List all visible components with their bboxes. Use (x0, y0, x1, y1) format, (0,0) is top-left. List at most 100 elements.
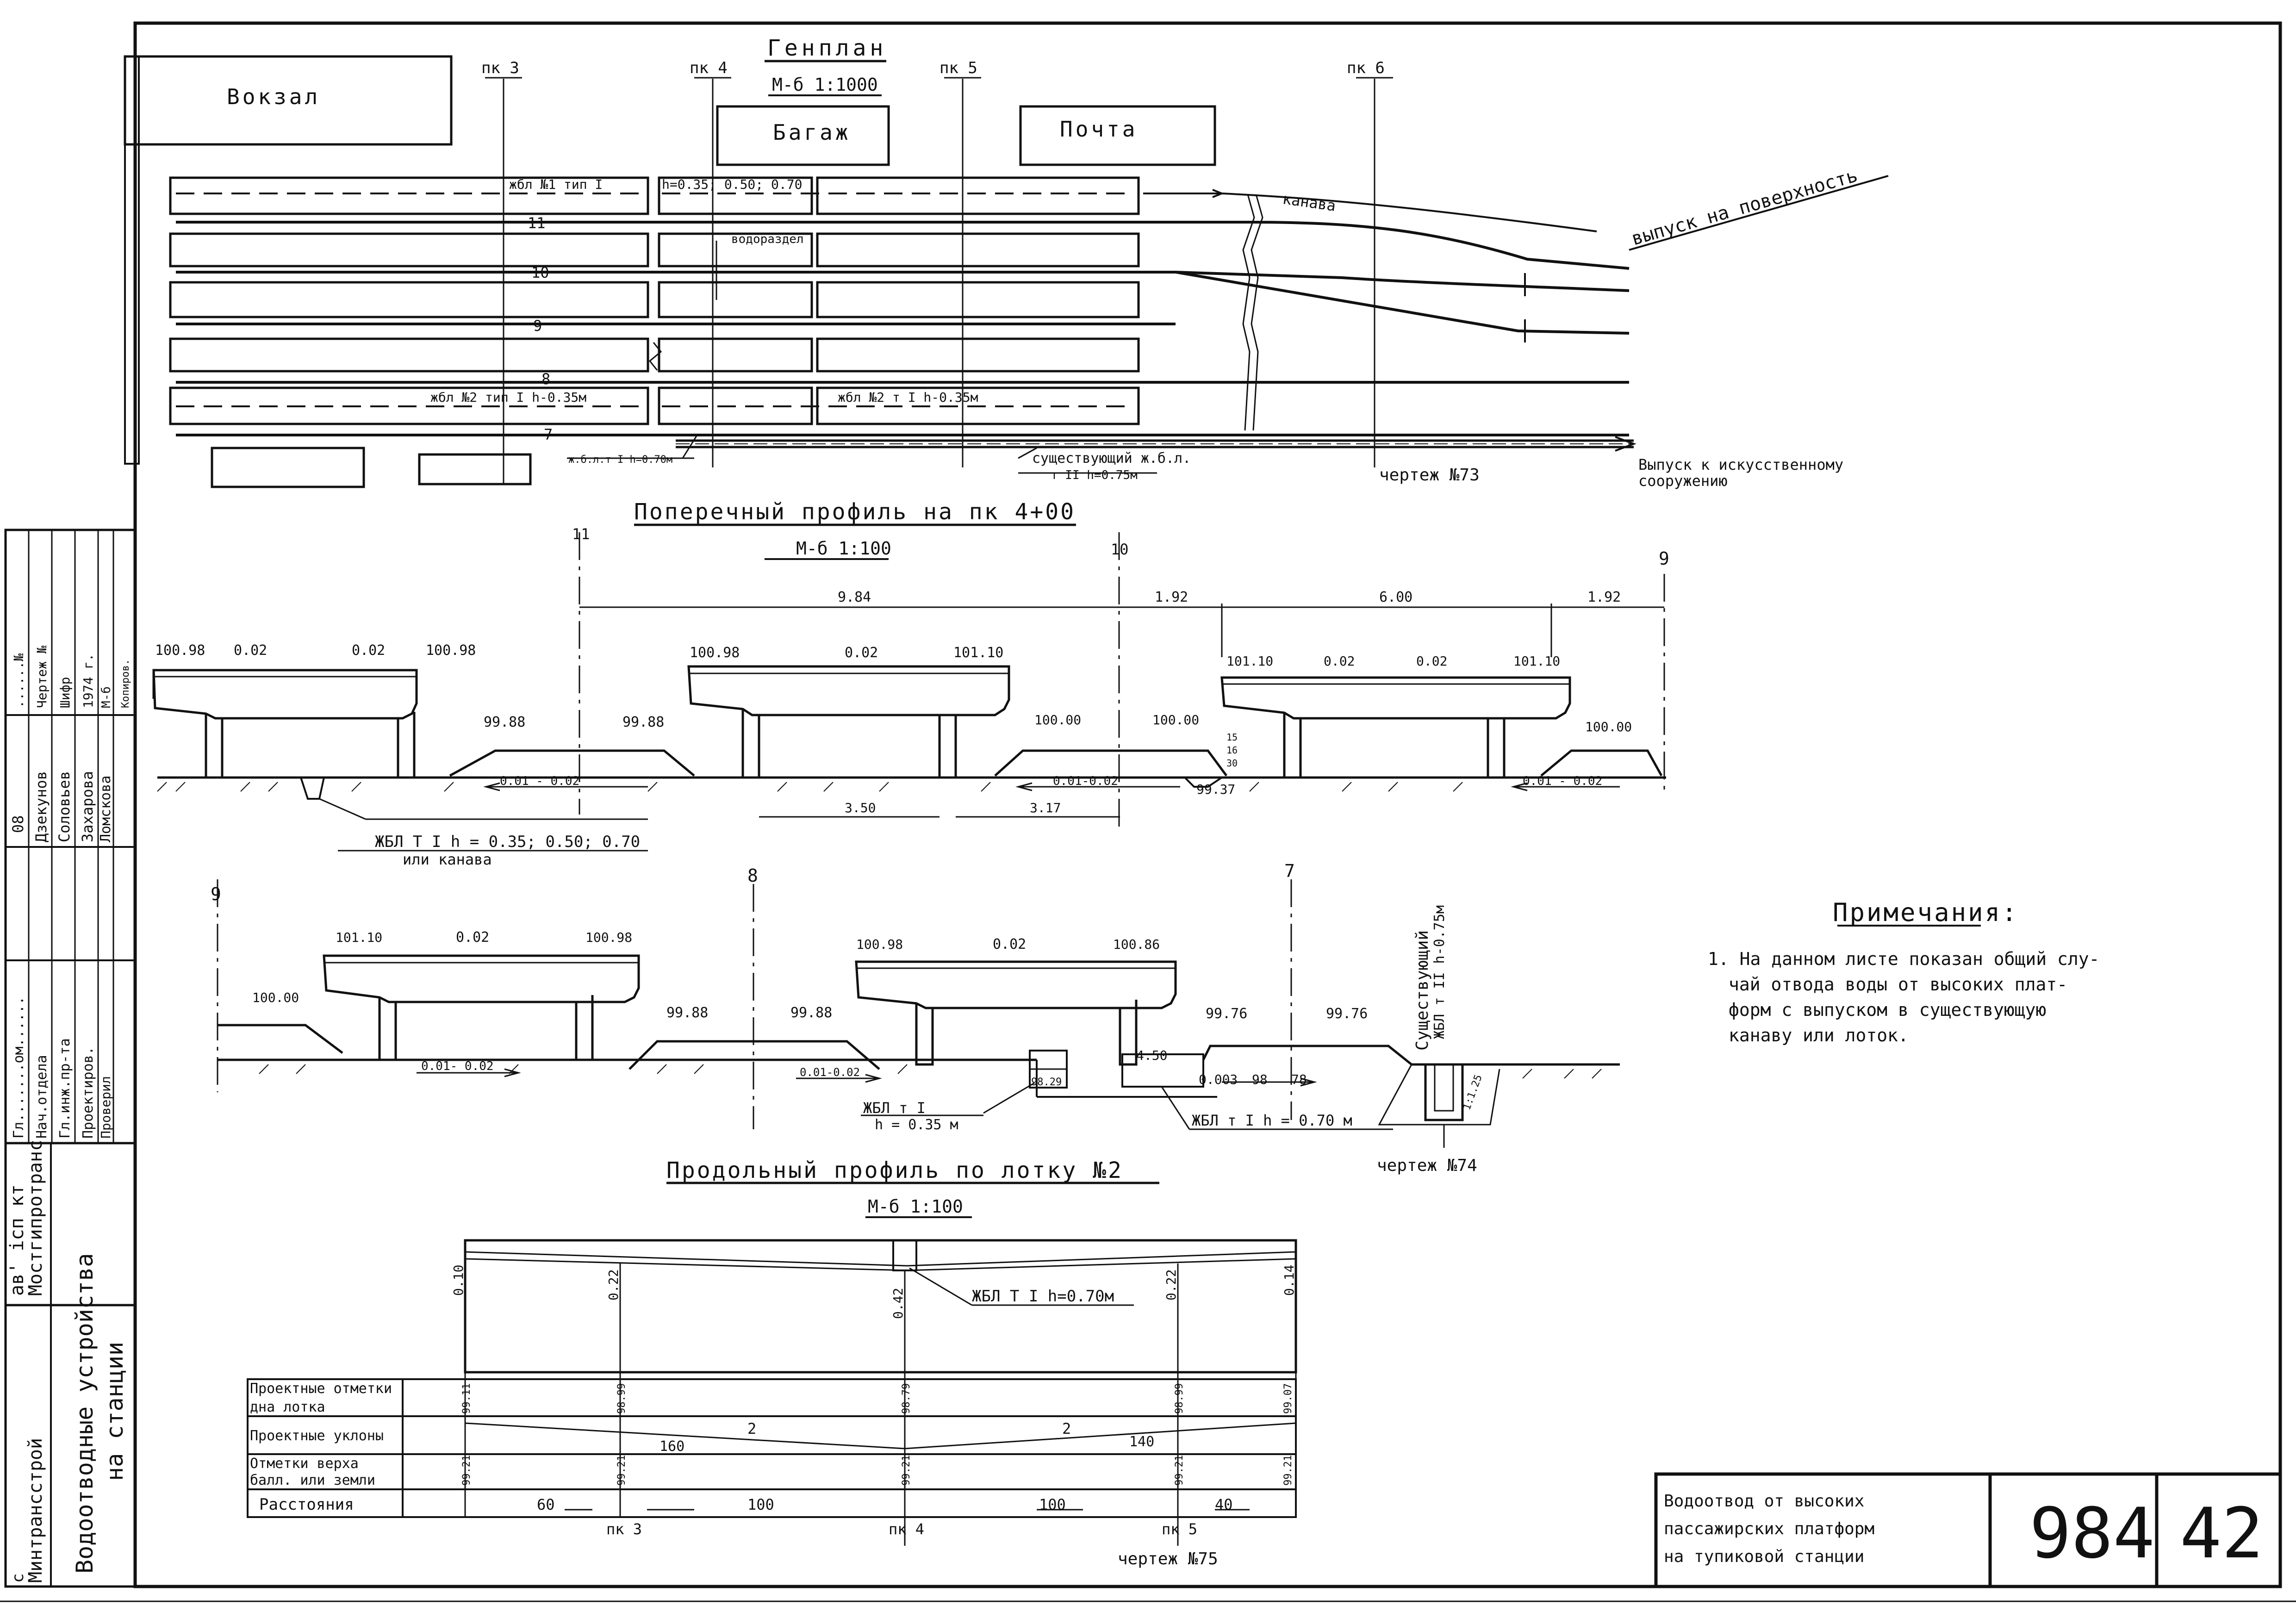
outlet-structure-1: Выпуск к искусственному (1638, 456, 1843, 473)
top-mark-3: 99.21 (901, 1455, 912, 1486)
axis-10: 10 (1111, 541, 1129, 558)
stamp-r5-name: Ломскова (98, 776, 114, 843)
small-16: 16 (1226, 745, 1238, 756)
tray-a2: h = 0.35 м (875, 1117, 958, 1133)
long-pk4: пк 4 (889, 1520, 924, 1538)
stamp-org-1: с (9, 1574, 27, 1583)
long-title: Продольный профиль по лотку №2 (666, 1157, 1123, 1183)
long-tray-label: ЖБЛ Т I h=0.70м (972, 1287, 1114, 1306)
dim-984: 9.84 (838, 589, 871, 605)
long-pk3: пк 3 (606, 1520, 642, 1538)
dim-600: 6.00 (1379, 589, 1412, 605)
depth-1: 0.10 (451, 1265, 466, 1296)
val-78: 78 (1291, 1072, 1307, 1087)
val-98: 98 (1252, 1072, 1268, 1087)
cross2-slope2: 0.01-0.02 (800, 1066, 860, 1079)
tray1-heights: h=0.35; 0.50; 0.70 (662, 177, 802, 192)
sheet-number: 42 (2180, 1493, 2264, 1574)
small-tray-label: ж.б.л.т I h=0.70м (568, 454, 672, 466)
stamp-org-2: Минтрансстрой (25, 1438, 46, 1583)
stamp-r4-name: Захарова (79, 771, 96, 842)
val-0003: 0.003 (1199, 1072, 1238, 1087)
stamp-r2-extra: Чертеж № (34, 646, 50, 708)
stamp-r1-extra: ......№ (11, 653, 26, 708)
rail-m1: 99.88 (666, 1005, 708, 1021)
bottom-mark-3: 98.79 (901, 1383, 912, 1414)
p4-right-elev: 100.98 (585, 930, 632, 945)
p2-slope: 0.02 (845, 645, 878, 661)
tray-a1: ЖБЛ т I (863, 1099, 926, 1117)
long-pk5: пк 5 (1162, 1520, 1197, 1538)
bottom-mark-5: 99.07 (1282, 1383, 1294, 1414)
long-scale: М-б 1:100 (868, 1196, 963, 1217)
track-10: 10 (531, 264, 549, 281)
drawing74: чертеж №74 (1377, 1156, 1477, 1175)
genplan-scale: М-б 1:1000 (772, 75, 878, 95)
existing-tray-v2: ЖБЛ т II h-0.75м (1431, 905, 1448, 1039)
rail-left: 100.00 (252, 990, 299, 1005)
cross-slope1: 0.01 - 0.02 (500, 774, 579, 788)
dist-3: 100 (1039, 1496, 1066, 1513)
p2-right-elev: 101.10 (953, 645, 1003, 661)
tray2a-label: жбл №2 тип I h-0.35м (430, 390, 586, 405)
notes-line-4: канаву или лоток. (1729, 1025, 1909, 1045)
notes-line-2: чай отвода воды от высоких плат- (1729, 974, 2067, 995)
stamp-r3-name: Соловьев (56, 771, 73, 842)
p5-right-elev: 100.86 (1113, 937, 1160, 952)
depth-5: 0.14 (1282, 1265, 1297, 1296)
stamp-r3-role: Гл.инж.пр-та (57, 1038, 73, 1139)
pk3-label: пк 3 (481, 59, 519, 77)
watershed-label: водораздел (731, 232, 804, 246)
axis2-7: 7 (1284, 861, 1295, 881)
dim-317: 3.17 (1030, 800, 1061, 815)
stamp-org-4: Мостгипротранс (25, 1140, 46, 1296)
pk6-label: пк 6 (1347, 59, 1385, 77)
cross-scale: М-б 1:100 (796, 538, 891, 559)
stamp-r4-role: Проектиров. (80, 1046, 96, 1139)
stamp-r5-role: Проверил (98, 1076, 113, 1139)
stamp-copied: Копиров. (120, 659, 131, 708)
p1-slope1: 0.02 (234, 642, 267, 659)
cross-slope3: 0.01 - 0.02 (1523, 774, 1602, 788)
rail-r2: 99.76 (1326, 1006, 1368, 1022)
grade-2: 2 (1062, 1420, 1071, 1437)
val-1125: 1:1.25 (1461, 1073, 1485, 1112)
building-baggage: Багаж (773, 120, 851, 145)
p1-slope2: 0.02 (352, 642, 385, 659)
tray-note-2: или канава (403, 851, 492, 868)
rail-c: 100.00 (1585, 719, 1632, 734)
track-8: 8 (541, 370, 550, 388)
grade-1: 2 (747, 1420, 756, 1437)
row-top-marks-a: Отметки верха (250, 1456, 359, 1472)
bottom-mark-1: 99.11 (461, 1383, 473, 1414)
stamp-r1-name: 08 (9, 815, 27, 833)
tray2b-label: жбл №2 т I h-0.35м (838, 390, 978, 405)
p5-left-elev: 100.98 (856, 937, 903, 952)
tray1-label: жбл №1 тип I (509, 177, 603, 192)
genplan-title: Генплан (767, 35, 887, 61)
stamp-r3-extra: Шифр (57, 677, 73, 708)
val-450: 4.50 (1136, 1048, 1167, 1063)
rail-a2: 99.88 (622, 714, 664, 730)
axis-9: 9 (1659, 548, 1669, 569)
cross-slope2: 0.01-0.02 (1053, 774, 1118, 788)
p2-left-elev: 100.98 (690, 645, 740, 661)
stamp-proj-2: на станции (101, 1342, 128, 1481)
dist-1: 60 (537, 1496, 555, 1513)
dim-192b: 1.92 (1587, 589, 1621, 605)
bottom-mark-4: 98.99 (1174, 1383, 1185, 1414)
existing-tray-1: существующий ж.б.л. (1032, 450, 1191, 467)
pk5-label: пк 5 (940, 59, 977, 77)
notes-line-3: форм с выпуском в существующую (1729, 1000, 2046, 1020)
album-number: 984 (2029, 1493, 2155, 1574)
title-desc-1: Водоотвод от высоких (1664, 1492, 1864, 1511)
row-bottom-marks-a: Проектные отметки (250, 1381, 392, 1397)
existing-tray-2: т II h=0.75м (1051, 468, 1138, 482)
building-station: Вокзал (227, 84, 320, 109)
drawing75: чертеж №75 (1118, 1549, 1218, 1568)
building-post: Почта (1060, 117, 1138, 142)
stamp-r5-extra: М-б (100, 686, 113, 708)
row-bottom-marks-b: дна лотка (250, 1399, 325, 1415)
p4-slope: 0.02 (456, 929, 489, 946)
stamp-org-3: ав' iсп кт (6, 1184, 28, 1296)
